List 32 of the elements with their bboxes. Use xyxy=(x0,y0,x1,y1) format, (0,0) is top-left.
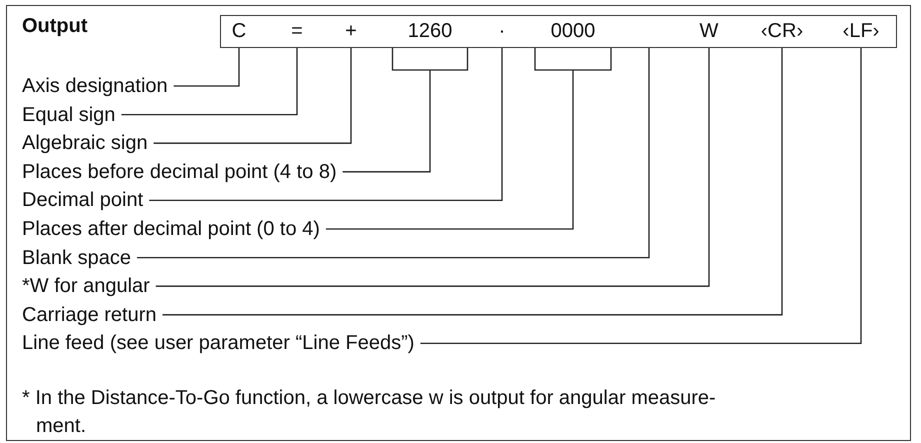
callout-label: Places after decimal point (0 to 4) xyxy=(22,217,320,241)
leader-line xyxy=(154,47,352,144)
footnote: * In the Distance-To-Go function, a lowercase w is output for angular measure- ment. xyxy=(22,386,717,439)
leader-line xyxy=(420,47,862,344)
leader-line xyxy=(156,47,710,287)
callout-label: Carriage return xyxy=(22,302,157,327)
output-format-row xyxy=(220,15,897,48)
callout-label: Equal sign xyxy=(22,102,116,127)
output-character: = xyxy=(284,16,310,47)
callout-label: Blank space xyxy=(22,246,131,270)
output-character: C xyxy=(227,16,251,47)
leader-line xyxy=(136,48,650,258)
output-character: 1260 xyxy=(392,16,468,47)
output-character: · xyxy=(495,16,509,47)
output-character: W xyxy=(695,16,723,47)
callout-label: Line feed (see user parameter “Line Feeds”) xyxy=(22,331,414,356)
leader-line xyxy=(162,47,783,316)
output-character: + xyxy=(339,16,363,47)
heading: Output xyxy=(22,14,88,38)
callout-label: *W for angular xyxy=(22,274,150,298)
leader-line xyxy=(121,47,298,116)
leader-line xyxy=(342,46,468,172)
output-character: ‹LF› xyxy=(840,16,882,47)
callout-label: Decimal point xyxy=(22,188,144,212)
output-character: ‹CR› xyxy=(760,16,804,47)
callout-label: Algebraic sign xyxy=(22,131,148,156)
leader-line xyxy=(149,47,503,202)
callout-label: Axis designation xyxy=(22,74,168,98)
output-character: 0000 xyxy=(535,16,611,47)
callout-label: Places before decimal point (4 to 8) xyxy=(22,160,337,184)
leader-line xyxy=(325,46,612,230)
leader-line xyxy=(174,47,240,87)
